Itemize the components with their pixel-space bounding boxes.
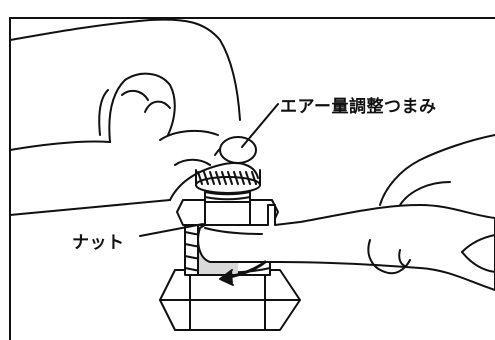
leader-line-knob: [242, 104, 278, 147]
air-knob-label: エアー量調整つまみ: [280, 92, 436, 117]
knurled-knob: [196, 170, 260, 193]
nut-body: [177, 200, 278, 225]
nut-label: ナット: [72, 228, 125, 253]
